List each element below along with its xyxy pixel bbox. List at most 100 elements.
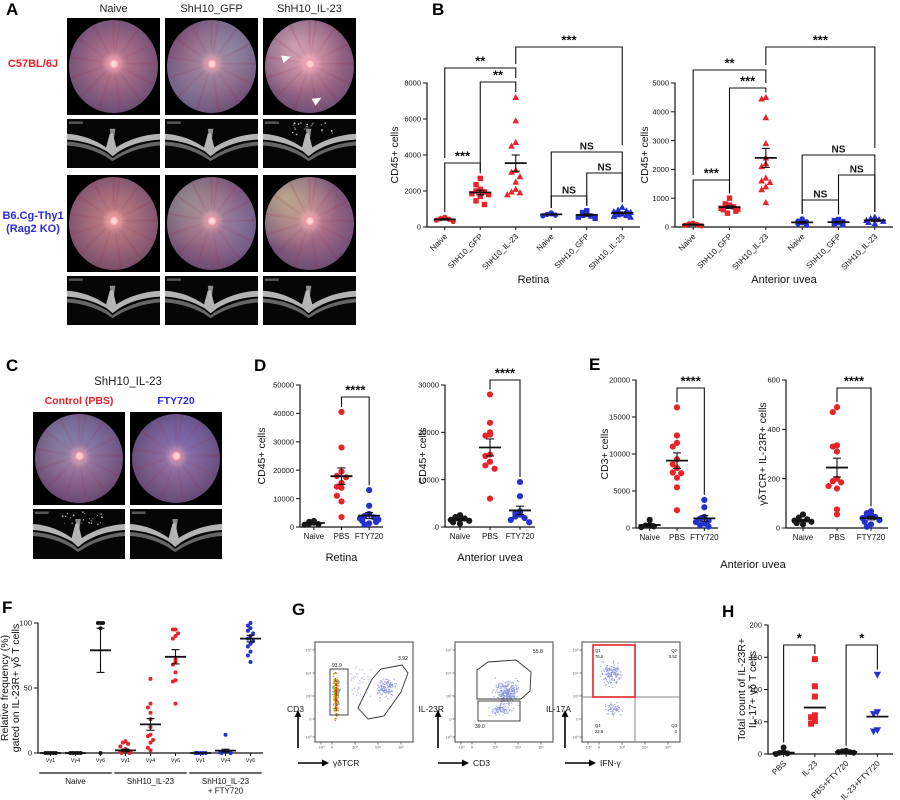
svg-text:Q3: Q3 xyxy=(671,723,677,728)
svg-text:Vγ6: Vγ6 xyxy=(246,758,255,764)
svg-text:ShH10_IL-23: ShH10_IL-23 xyxy=(587,232,627,272)
svg-text:-10³: -10³ xyxy=(571,735,579,740)
svg-text:gated on IL-23R+ γδ T cells: gated on IL-23R+ γδ T cells xyxy=(10,624,22,753)
svg-text:ShH10_IL-23: ShH10_IL-23 xyxy=(480,232,520,272)
svg-text:10⁴: 10⁴ xyxy=(572,671,578,676)
svg-text:IL-17A: IL-17A xyxy=(546,704,571,714)
svg-text:0: 0 xyxy=(28,749,32,758)
svg-text:γδTCR: γδTCR xyxy=(333,758,359,768)
retina-globe xyxy=(264,176,355,271)
svg-text:0: 0 xyxy=(417,223,421,232)
svg-text:FTY720: FTY720 xyxy=(857,533,886,542)
svg-text:50: 50 xyxy=(754,717,762,726)
svg-text:0: 0 xyxy=(331,745,334,750)
svg-text:IL-17+ γδ T cells: IL-17+ γδ T cells xyxy=(747,651,759,728)
svg-text:3000: 3000 xyxy=(652,136,669,145)
svg-text:50000: 50000 xyxy=(273,381,294,390)
svg-text:10⁴: 10⁴ xyxy=(642,745,648,750)
svg-text:Naive: Naive xyxy=(786,232,807,253)
svg-text:Vγ6: Vγ6 xyxy=(96,758,105,764)
svg-text:39.0: 39.0 xyxy=(475,724,485,730)
fundus-image xyxy=(165,175,258,272)
svg-text:-10³: -10³ xyxy=(317,745,325,750)
fundus-image xyxy=(67,18,160,115)
svg-text:NS: NS xyxy=(562,186,576,197)
svg-text:Naive: Naive xyxy=(677,232,698,253)
svg-text:CD45+ cells: CD45+ cells xyxy=(389,127,401,184)
svg-text:30000: 30000 xyxy=(273,438,294,447)
svg-text:Anterior uvea: Anterior uvea xyxy=(457,552,523,564)
col-header-naive: Naive xyxy=(99,3,128,15)
svg-text:40000: 40000 xyxy=(273,409,294,418)
svg-text:CD3+ cells: CD3+ cells xyxy=(599,428,611,479)
svg-text:10⁵: 10⁵ xyxy=(445,648,451,653)
retina-globe xyxy=(131,413,221,504)
svg-text:0: 0 xyxy=(471,745,474,750)
svg-text:0: 0 xyxy=(665,223,669,232)
panel-label-g: G xyxy=(292,600,306,619)
svg-text:5000: 5000 xyxy=(613,487,630,496)
svg-text:50: 50 xyxy=(24,684,32,693)
svg-text:Naive: Naive xyxy=(428,232,449,253)
row-label-rag2ko: B6.Cg-Thy1 (Rag2 KO) xyxy=(0,210,66,236)
svg-text:***: *** xyxy=(704,166,720,181)
svg-text:FTY720: FTY720 xyxy=(355,532,384,541)
oct-scan xyxy=(263,276,356,325)
retina-globe xyxy=(264,19,355,114)
svg-text:ShH10_IL-23: ShH10_IL-23 xyxy=(731,232,771,272)
svg-text:-10³: -10³ xyxy=(584,745,592,750)
svg-text:****: **** xyxy=(345,383,366,398)
col-header-shh10-il23: ShH10_IL-23 xyxy=(277,3,342,15)
oct-scan xyxy=(67,119,160,168)
svg-text:0.52: 0.52 xyxy=(669,654,678,659)
svg-text:Naive: Naive xyxy=(304,532,325,541)
fundus-image xyxy=(130,412,222,505)
panel-label-b: B xyxy=(432,0,445,19)
panel-label-c: C xyxy=(6,356,19,375)
svg-text:10⁴: 10⁴ xyxy=(445,671,451,676)
fundus-image xyxy=(263,18,356,115)
svg-text:****: **** xyxy=(681,374,702,389)
svg-text:3.92: 3.92 xyxy=(398,656,408,662)
svg-text:PBS: PBS xyxy=(669,533,685,542)
svg-text:-10³: -10³ xyxy=(304,735,312,740)
svg-text:10³: 10³ xyxy=(446,694,452,699)
svg-text:NS: NS xyxy=(598,163,612,174)
svg-text:4000: 4000 xyxy=(652,108,669,117)
svg-text:0: 0 xyxy=(576,717,579,722)
oct-scan xyxy=(165,276,258,325)
svg-text:Vγ1: Vγ1 xyxy=(196,758,205,764)
svg-text:10⁴: 10⁴ xyxy=(515,745,521,750)
svg-text:200: 200 xyxy=(767,474,780,483)
svg-text:CD3: CD3 xyxy=(473,758,490,768)
svg-text:Vγ1: Vγ1 xyxy=(46,758,55,764)
svg-text:CD45+ cells: CD45+ cells xyxy=(639,127,651,184)
svg-text:ShH10_IL-23: ShH10_IL-23 xyxy=(202,777,250,786)
svg-text:100: 100 xyxy=(749,685,762,694)
svg-text:Naive: Naive xyxy=(450,532,471,541)
svg-text:ShH10_GFP: ShH10_GFP xyxy=(695,232,733,270)
svg-text:FTY720: FTY720 xyxy=(690,533,719,542)
svg-text:CD45+ cells: CD45+ cells xyxy=(417,428,429,485)
svg-text:0: 0 xyxy=(435,523,439,532)
svg-text:Naive: Naive xyxy=(639,533,660,542)
col-header-shh10-gfp: ShH10_GFP xyxy=(180,3,243,15)
svg-text:Anterior uvea: Anterior uvea xyxy=(751,274,817,286)
svg-text:4000: 4000 xyxy=(404,151,421,160)
svg-text:-10³: -10³ xyxy=(457,745,465,750)
svg-text:***: *** xyxy=(740,74,756,89)
svg-text:10000: 10000 xyxy=(418,475,439,484)
svg-text:93.9: 93.9 xyxy=(332,663,342,669)
svg-text:**: ** xyxy=(493,68,504,83)
svg-text:PBS: PBS xyxy=(770,759,788,777)
fundus-image xyxy=(165,18,258,115)
svg-text:NS: NS xyxy=(850,165,864,176)
svg-text:Retina: Retina xyxy=(518,274,551,286)
fundus-image xyxy=(263,175,356,272)
